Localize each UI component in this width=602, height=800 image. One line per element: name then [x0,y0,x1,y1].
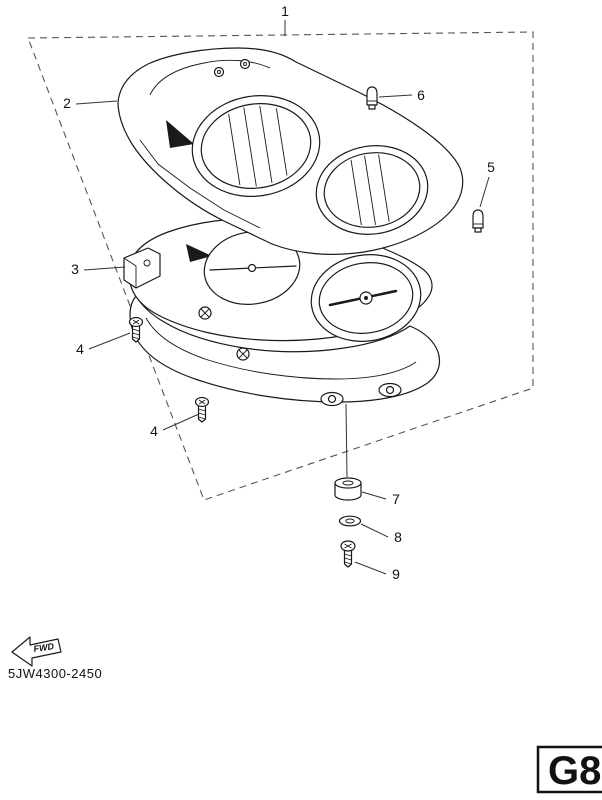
callout-6: 6 [417,87,425,103]
fwd-label: FWD [33,641,55,654]
bulb-right [472,209,484,233]
stack-leader-line [345,403,348,478]
lens-left [191,95,321,197]
screw-bottom [340,540,356,568]
meter-bracket [123,247,161,289]
page-code: G8 [548,749,601,793]
lens-right [315,145,429,235]
cover-wedge-detail [166,120,194,148]
callout-7: 7 [392,491,400,507]
callout-9: 8 [394,529,402,545]
callout-3: 3 [71,261,79,277]
callout-5: 5 [487,159,495,175]
lower-case [129,295,441,407]
drawing-number: 5JW4300-2450 [8,666,102,681]
callout-labels: 1 2 3 4 4 5 6 7 9 8 [63,3,495,582]
cover-screw-left [213,66,225,78]
page-code-box: G8 [536,745,602,794]
callout-1: 1 [281,3,289,19]
upper-cover [117,47,464,255]
cover-screw-right [239,58,251,70]
screw-upper [128,316,144,343]
bulb-top [366,86,378,110]
screw-lower [194,396,210,423]
flange-screw-b [236,347,250,361]
fwd-marker: FWD [11,636,62,667]
flange-screw-a [198,306,212,320]
callout-4-lower: 4 [150,423,158,439]
leader-lines [75,20,490,575]
callout-4-upper: 4 [76,341,84,357]
plate-wedge-detail [186,244,212,262]
callout-2: 2 [63,95,71,111]
washer [338,515,362,527]
damper-grommet [334,477,362,501]
callout-8: 9 [392,566,400,582]
